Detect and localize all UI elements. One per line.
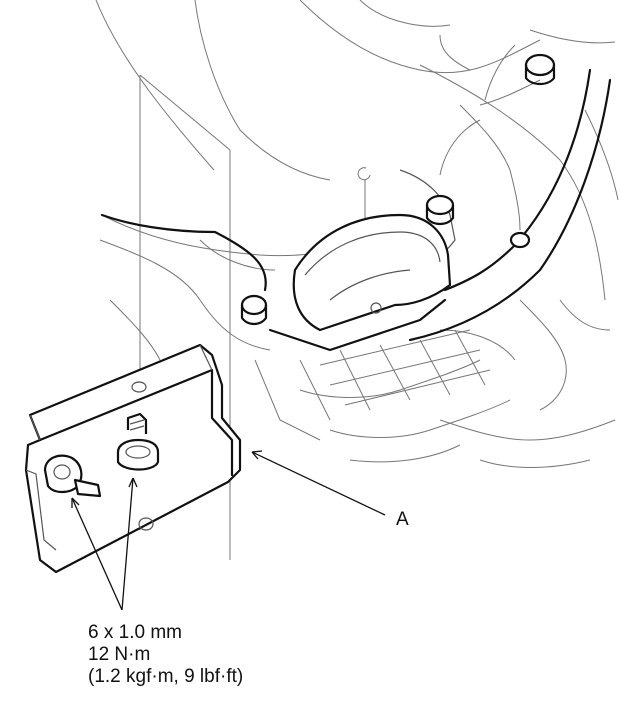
drain-cover <box>268 213 452 352</box>
housing-bolt-1 <box>524 53 556 86</box>
bolt-size-text: 6 x 1.0 mm <box>88 622 182 643</box>
bolt-left <box>43 454 102 498</box>
callout-label-a: A <box>396 509 409 530</box>
housing-bolt-4 <box>509 231 531 249</box>
bolt-torque-text: 12 N·m <box>88 644 151 665</box>
bolt-torque-alt-text: (1.2 kgf·m, 9 lbf·ft) <box>88 666 244 687</box>
bolt-spec-block: 6 x 1.0 mm 12 N·m (1.2 kgf·m, 9 lbf·ft) <box>88 622 243 688</box>
housing-bolt-2 <box>425 194 455 226</box>
bolt-upright <box>116 412 160 471</box>
housing-flange-edge <box>100 68 612 342</box>
leader-lines <box>71 450 386 611</box>
housing-bolt-3 <box>240 294 268 326</box>
